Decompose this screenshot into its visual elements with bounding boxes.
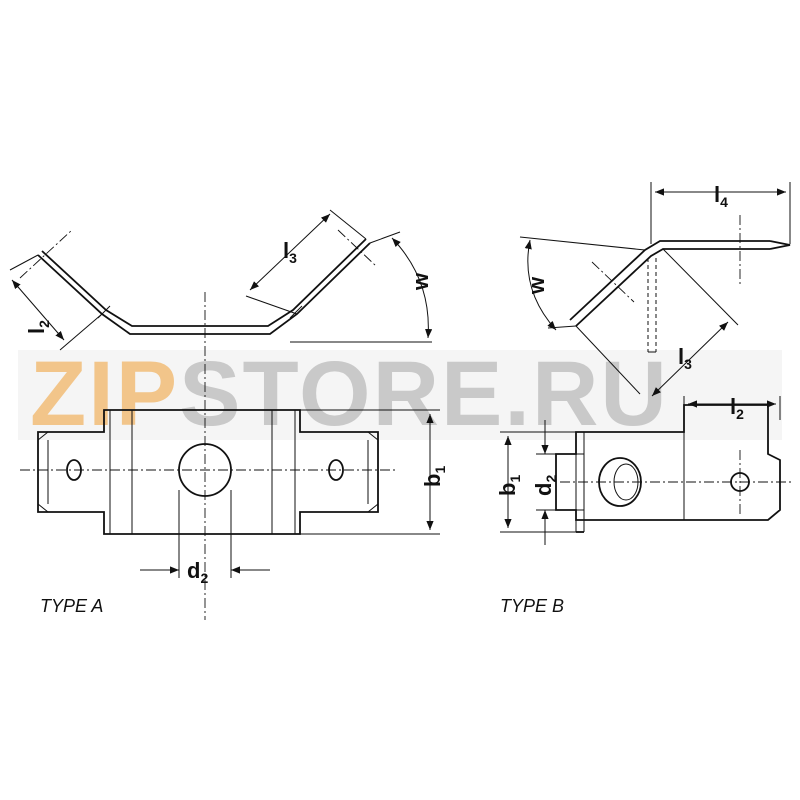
type-b-d2-label: d2 [531,475,559,496]
type-a-caption: TYPE A [40,596,103,616]
type-b-caption: TYPE B [500,596,564,616]
watermark: ZIPSTORE.RU [18,343,782,445]
type-a-d2-label: d2 [187,558,208,586]
type-b-w-label: w [524,276,549,295]
type-a-l3-label: l3 [283,238,297,266]
type-a-side-view [9,209,433,620]
type-a-l2-label: l2 [24,320,52,334]
watermark-text: ZIPSTORE.RU [30,343,669,445]
type-b-l2-label: l2 [730,394,744,422]
type-a-w-label: w [408,272,433,291]
type-b-b1-label: b1 [495,475,523,496]
watermark-suffix: STORE.RU [179,343,669,445]
type-b-l3-label: l3 [678,344,692,372]
type-a-b1-label: b1 [420,466,448,487]
type-b-l4-label: l4 [714,182,728,210]
type-b-side-view [519,182,791,397]
type-b-top-view [500,396,792,545]
type-a-top-view [20,409,440,578]
